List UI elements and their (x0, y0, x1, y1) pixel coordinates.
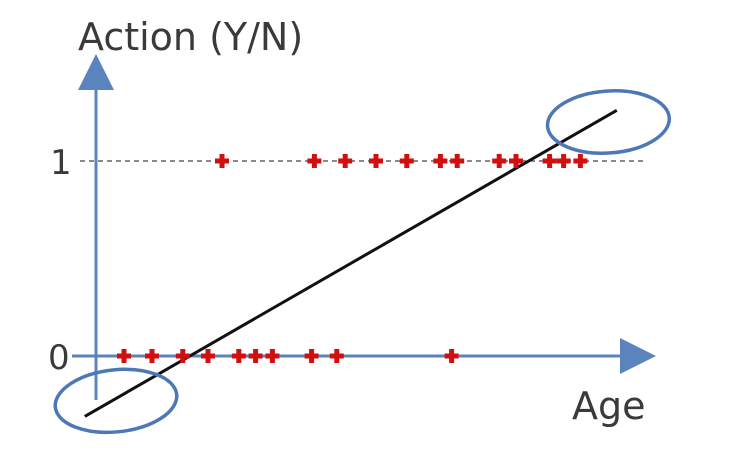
data-point-4 (231, 349, 246, 363)
data-point-9 (444, 349, 459, 363)
data-point-17 (492, 154, 507, 168)
x-axis-title: Age (572, 384, 646, 428)
data-point-11 (307, 154, 322, 168)
data-point-13 (369, 154, 383, 168)
data-point-3 (201, 349, 215, 363)
data-point-14 (399, 154, 414, 168)
data-point-12 (338, 154, 353, 168)
data-point-5 (248, 349, 263, 363)
chart-marks-layer (53, 89, 672, 435)
data-point-0 (117, 349, 131, 363)
data-point-10 (215, 154, 229, 168)
data-point-1 (145, 349, 159, 363)
highlight-circle-0 (53, 367, 179, 435)
highlight-circle-1 (545, 89, 672, 155)
data-point-6 (265, 349, 280, 363)
data-point-20 (556, 154, 571, 168)
y-axis-title: Action (Y/N) (78, 15, 303, 59)
y-tick-label-0: 0 (48, 338, 70, 378)
data-point-18 (509, 154, 523, 168)
data-point-21 (573, 154, 588, 168)
fit-line (84, 108, 618, 418)
y-tick-label-1: 1 (50, 143, 72, 183)
data-point-7 (304, 349, 319, 363)
data-point-16 (450, 154, 465, 168)
data-point-15 (433, 154, 448, 168)
data-point-19 (542, 154, 557, 168)
data-point-2 (175, 349, 190, 363)
data-point-8 (329, 349, 344, 363)
